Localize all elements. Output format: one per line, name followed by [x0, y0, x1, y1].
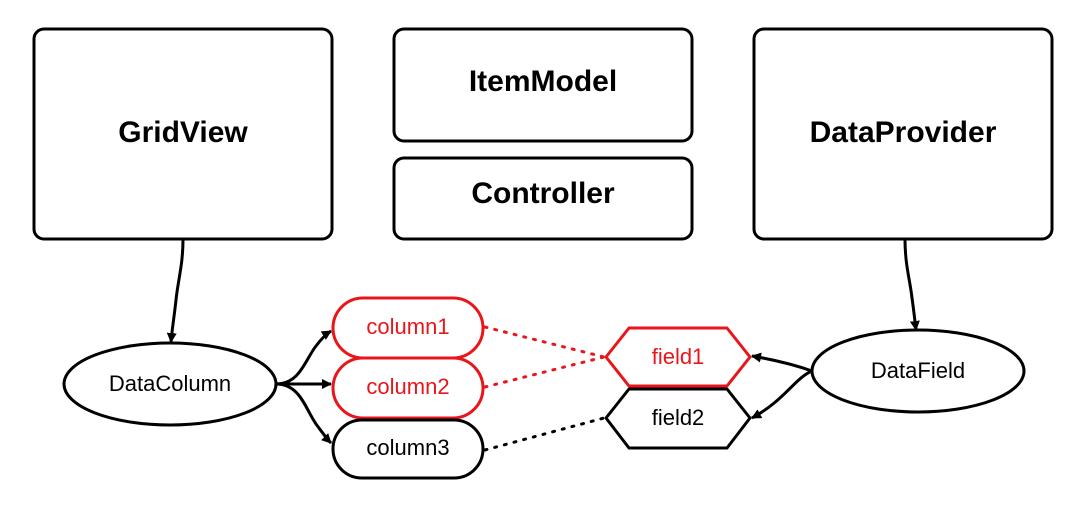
- dataprovider-to-datafield-arrow: [903, 238, 920, 331]
- column3-field2-mapping: [483, 416, 606, 452]
- column3-label: column3: [366, 435, 449, 460]
- controller-box: Controller: [392, 156, 694, 241]
- datacolumn-to-column1-arrow: [275, 329, 332, 386]
- dataprovider-box: DataProvider: [752, 27, 1054, 241]
- dataprovider-label: DataProvider: [810, 116, 997, 149]
- controller-label: Controller: [471, 177, 615, 210]
- column2-node: column2: [331, 356, 485, 420]
- gridview-box: GridView: [32, 27, 334, 241]
- datafield-to-field2-arrow: [751, 369, 813, 420]
- column1-label: column1: [366, 314, 449, 339]
- column1-field1-mapping: [483, 325, 606, 359]
- datacolumn-to-column3-arrow: [275, 382, 333, 445]
- field1-node: field1: [604, 326, 752, 388]
- gridview-to-datacolumn-arrow: [166, 238, 185, 343]
- gridview-label: GridView: [118, 116, 248, 149]
- field1-label: field1: [652, 344, 705, 369]
- datacolumn-label: DataColumn: [109, 371, 231, 396]
- datafield-node: DataField: [810, 328, 1026, 414]
- column2-field1-mapping: [483, 355, 606, 389]
- itemmodel-box: ItemModel: [392, 27, 694, 143]
- field2-label: field2: [652, 405, 705, 430]
- column2-label: column2: [366, 374, 449, 399]
- field2-node: field2: [604, 387, 752, 450]
- column3-node: column3: [331, 418, 485, 480]
- datafield-label: DataField: [871, 358, 965, 383]
- itemmodel-label: ItemModel: [469, 65, 617, 98]
- datacolumn-node: DataColumn: [62, 341, 278, 427]
- datafield-to-field1-arrow: [751, 352, 813, 373]
- column1-node: column1: [331, 296, 485, 360]
